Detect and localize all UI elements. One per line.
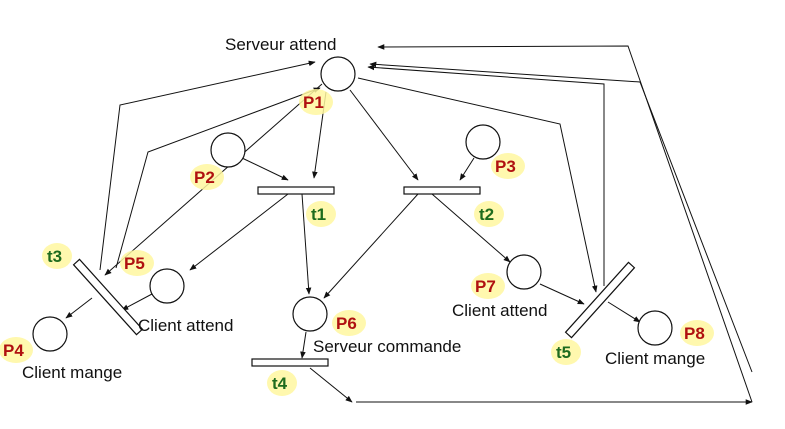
arc-t1-p6: [301, 193, 312, 295]
arcs: [65, 44, 753, 405]
arc-t3-p1-left: [99, 60, 316, 271]
place-label-p1: Serveur attend: [225, 35, 337, 54]
arc-p7-t5: [539, 283, 585, 305]
arc-t1-p5: [189, 193, 289, 271]
transitions: [72, 186, 636, 367]
glow-t5: [551, 339, 581, 365]
arc-t5-p1-right: [369, 61, 753, 373]
arc-p5-t3: [121, 293, 153, 311]
glow-t1: [306, 201, 336, 227]
arc-t3-p1-via: [115, 87, 321, 269]
place-id-p5: P5: [124, 254, 145, 273]
glow-p5: [120, 250, 154, 276]
places: [32, 56, 673, 352]
place-label-p8: Client mange: [605, 349, 705, 368]
glow-p2: [190, 164, 224, 190]
place-p3: [465, 124, 501, 160]
place-label-p6: Serveur commande: [313, 337, 461, 356]
arc-p1-t5: [357, 77, 598, 293]
place-identifiers: P1 P2 P3 P4 P5 P6 P7 P8: [3, 93, 705, 360]
arc-t2-p7: [431, 193, 511, 263]
arc-t5-p1-mid: [367, 64, 605, 286]
arc-p2-t1: [241, 157, 289, 181]
transition-id-t5: t5: [556, 343, 571, 362]
transition-t5: [564, 261, 636, 339]
arc-p3-t2: [459, 157, 475, 181]
arc-p6-t4: [300, 331, 307, 359]
transition-t1: [257, 186, 335, 195]
transition-t3: [72, 258, 144, 336]
place-id-p4: P4: [3, 341, 24, 360]
transition-t4: [251, 358, 329, 367]
glow-p8: [680, 320, 714, 346]
glow-t2: [474, 201, 504, 227]
place-p4: [32, 316, 68, 352]
place-label-p5: Client attend: [138, 316, 233, 335]
place-p8: [637, 310, 673, 346]
transition-identifiers: t1 t2 t3 t4 t5: [47, 205, 571, 393]
place-id-p3: P3: [495, 157, 516, 176]
place-label-p7: Client attend: [452, 301, 547, 320]
arc-p1-t2: [349, 89, 419, 181]
place-id-p7: P7: [475, 277, 496, 296]
place-id-p8: P8: [684, 324, 705, 343]
identifier-highlights: [0, 89, 714, 396]
place-id-p2: P2: [194, 168, 215, 187]
place-p6: [292, 296, 328, 332]
place-label-p4: Client mange: [22, 363, 122, 382]
transition-id-t3: t3: [47, 247, 62, 266]
place-p2: [210, 132, 246, 168]
transition-id-t4: t4: [272, 374, 288, 393]
glow-t3: [42, 243, 72, 269]
transition-id-t2: t2: [479, 205, 494, 224]
glow-p7: [471, 273, 505, 299]
glow-p3: [491, 153, 525, 179]
arc-t2-p6: [323, 193, 419, 299]
glow-t4: [267, 370, 297, 396]
arc-t3-p4: [65, 297, 93, 319]
arc-t5-p8: [607, 301, 641, 323]
glow-p1: [299, 89, 333, 115]
place-id-p6: P6: [336, 314, 357, 333]
place-p1: [320, 56, 356, 92]
place-id-p1: P1: [303, 93, 324, 112]
transition-id-t1: t1: [311, 205, 326, 224]
place-p5: [149, 268, 185, 304]
arc-t4-out: [309, 367, 353, 403]
glow-p6: [332, 310, 366, 336]
place-labels: Serveur attend Client mange Client atten…: [22, 35, 705, 382]
place-p7: [506, 254, 542, 290]
glow-p4: [0, 337, 33, 363]
arc-return-p1-top: [377, 44, 753, 403]
transition-t2: [403, 186, 481, 195]
